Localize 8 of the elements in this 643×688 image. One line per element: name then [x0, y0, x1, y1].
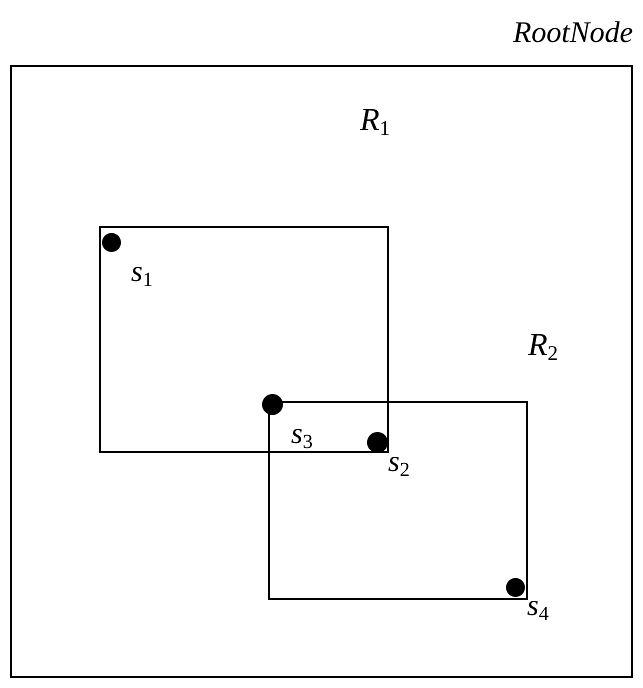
region-label: R$_{2}$ [528, 328, 558, 360]
point-label: s$_{2}$ [388, 447, 410, 477]
root-node-box [10, 65, 633, 678]
point-label: s$_{3}$ [291, 419, 313, 449]
node-label: RootNode [513, 18, 633, 48]
point-label: s$_{1}$ [131, 257, 153, 287]
region-label: R$_{1}$ [360, 103, 390, 135]
point-label: s$_{4}$ [527, 591, 549, 621]
